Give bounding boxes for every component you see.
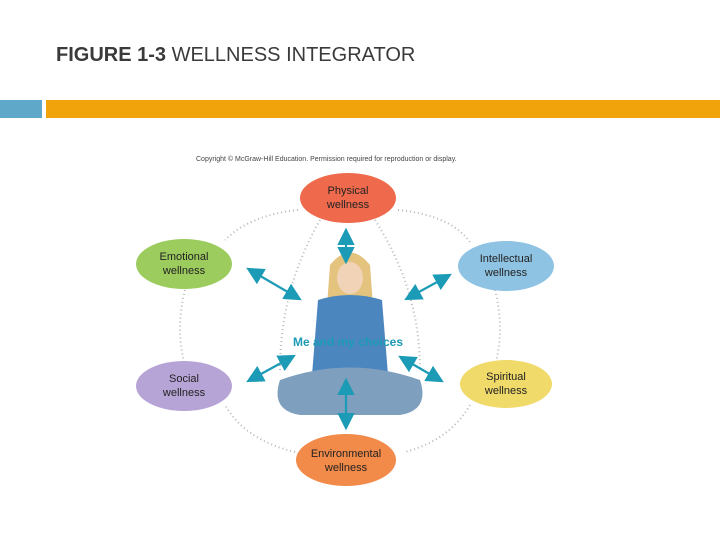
node-physical-line2: wellness bbox=[326, 199, 370, 211]
node-spiritual-line1: Spiritual bbox=[486, 371, 526, 383]
center-label: Me and my choices bbox=[293, 335, 403, 349]
node-social-line2: wellness bbox=[162, 387, 206, 399]
node-emotional-line2: wellness bbox=[162, 265, 206, 277]
node-intellectual-line1: Intellectual bbox=[480, 253, 533, 265]
node-spiritual-shape bbox=[460, 360, 552, 408]
person-illustration bbox=[277, 252, 423, 415]
connection-arrows bbox=[246, 227, 452, 431]
node-environmental-shape bbox=[296, 434, 396, 486]
node-spiritual: Spiritual wellness bbox=[460, 360, 552, 408]
wellness-diagram: Me and my choices Physical wellness Inte… bbox=[136, 173, 554, 486]
node-emotional-line1: Emotional bbox=[160, 251, 209, 263]
page-title: FIGURE 1-3 WELLNESS INTEGRATOR bbox=[56, 44, 415, 67]
node-social-line1: Social bbox=[169, 373, 199, 385]
node-intellectual-line2: wellness bbox=[484, 267, 528, 279]
node-physical-shape bbox=[300, 173, 396, 223]
node-emotional: Emotional wellness bbox=[136, 239, 232, 289]
node-intellectual-shape bbox=[458, 241, 554, 291]
node-environmental-line2: wellness bbox=[324, 462, 368, 474]
node-spiritual-line2: wellness bbox=[484, 385, 528, 397]
node-social: Social wellness bbox=[136, 361, 232, 411]
node-physical: Physical wellness bbox=[300, 173, 396, 223]
accent-bar-orange bbox=[46, 100, 720, 118]
node-environmental: Environmental wellness bbox=[296, 434, 396, 486]
copyright-notice: Copyright © McGraw-Hill Education. Permi… bbox=[196, 156, 457, 163]
node-social-shape bbox=[136, 361, 232, 411]
node-intellectual: Intellectual wellness bbox=[458, 241, 554, 291]
figure-title: WELLNESS INTEGRATOR bbox=[171, 44, 416, 66]
figure-number: FIGURE 1-3 bbox=[56, 44, 167, 66]
node-physical-line1: Physical bbox=[328, 185, 369, 197]
node-environmental-line1: Environmental bbox=[311, 448, 381, 460]
accent-bar-blue bbox=[0, 100, 42, 118]
node-emotional-shape bbox=[136, 239, 232, 289]
